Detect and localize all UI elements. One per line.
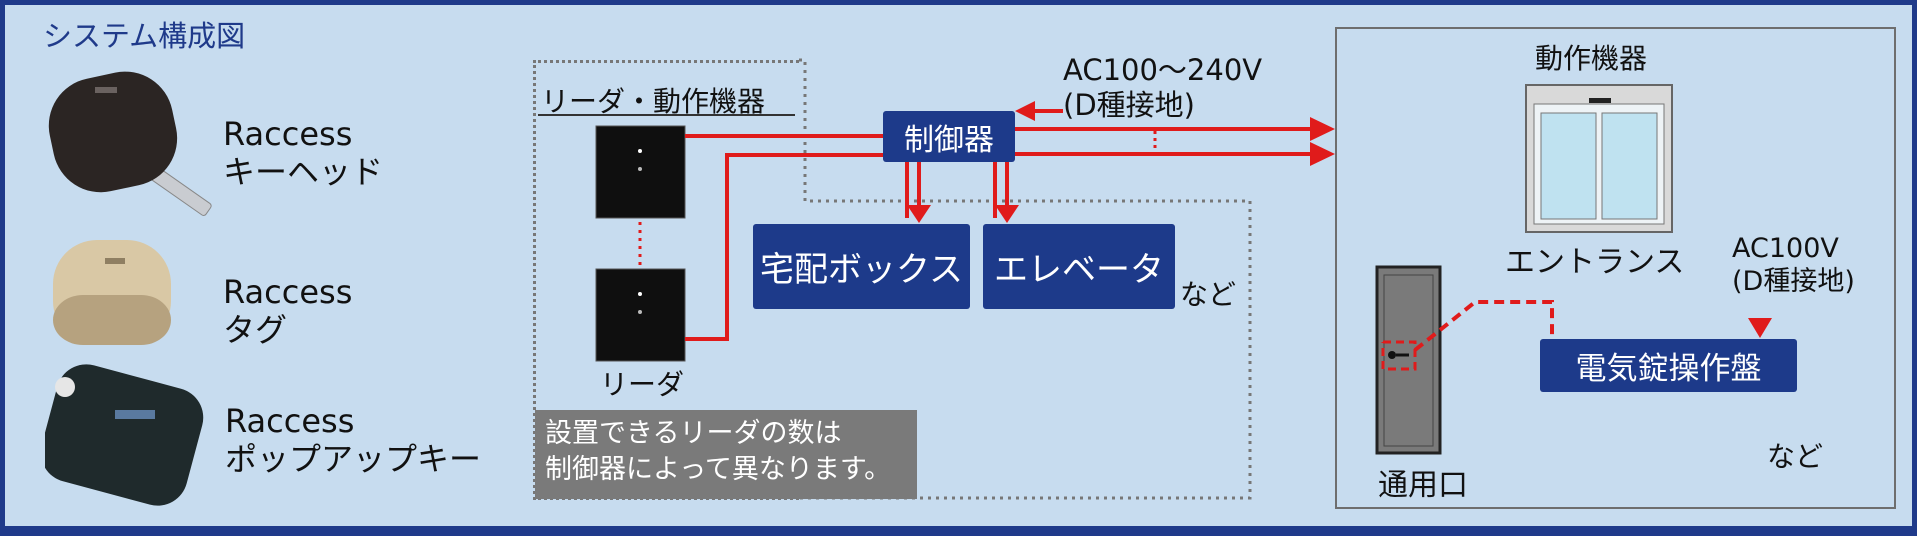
- power-right-label: AC100V (D種接地): [1732, 232, 1855, 298]
- lock-panel-box: 電気錠操作盤: [1540, 339, 1797, 392]
- entrance-label: エントランス: [1505, 245, 1685, 280]
- key-head-line2: キーヘッド: [223, 153, 384, 191]
- arrowheads: [907, 101, 1772, 338]
- reader-label: リーダ: [600, 368, 685, 401]
- service-door-icon: [1375, 265, 1442, 455]
- wiring-diagram: [538, 58, 1772, 500]
- key-head-label: Raccess キーヘッド: [223, 115, 383, 191]
- equipment-heading: 動作機器: [1535, 42, 1648, 75]
- controller-box: 制御器: [883, 111, 1015, 162]
- tag-line1: Raccess: [223, 273, 353, 311]
- power-left-line2: (D種接地): [1063, 88, 1195, 122]
- lock-highlight: [1381, 340, 1417, 371]
- popup-key-label: Raccess ポップアップキー: [225, 402, 481, 478]
- note-line2: 制御器によって異なります。: [545, 454, 892, 485]
- popup-key-line1: Raccess: [225, 402, 355, 440]
- popup-key-line2: ポップアップキー: [225, 440, 482, 478]
- entrance-door-icon: [1525, 84, 1673, 233]
- popup-key-icon: [45, 364, 204, 506]
- key-head-line1: Raccess: [223, 115, 353, 153]
- tag-icon: [53, 240, 171, 345]
- reader-group-heading: リーダ・動作機器: [541, 85, 766, 118]
- tag-line2: タグ: [223, 311, 288, 349]
- power-right-line2: (D種接地): [1732, 266, 1855, 297]
- service-door-label: 通用口: [1378, 468, 1468, 503]
- diagram-title: システム構成図: [43, 19, 246, 53]
- note-line1: 設置できるリーダの数は: [545, 418, 842, 449]
- key-devices-illustrations: [45, 71, 212, 506]
- elevator-box: エレベータ: [983, 224, 1175, 309]
- equipment-panel: [1335, 27, 1896, 509]
- power-right-line1: AC100V: [1732, 233, 1839, 264]
- tag-label: Raccess タグ: [223, 273, 352, 349]
- reader-group-outline: [799, 58, 1252, 500]
- lock-wiring-dashed: [1413, 300, 1554, 352]
- power-left-label: AC100〜240V (D種接地): [1063, 53, 1262, 123]
- reader-device-icon: [595, 268, 686, 362]
- reader-device-icon: [595, 125, 686, 219]
- note-box: 設置できるリーダの数は 制御器によって異なります。: [535, 410, 917, 499]
- power-left-line1: AC100〜240V: [1063, 53, 1263, 87]
- etc-label-devices: など: [1180, 278, 1237, 311]
- red-wiring: [685, 109, 1310, 341]
- key-head-icon: [48, 71, 212, 216]
- delivery-box: 宅配ボックス: [753, 224, 970, 309]
- etc-label-equipment: など: [1767, 440, 1824, 473]
